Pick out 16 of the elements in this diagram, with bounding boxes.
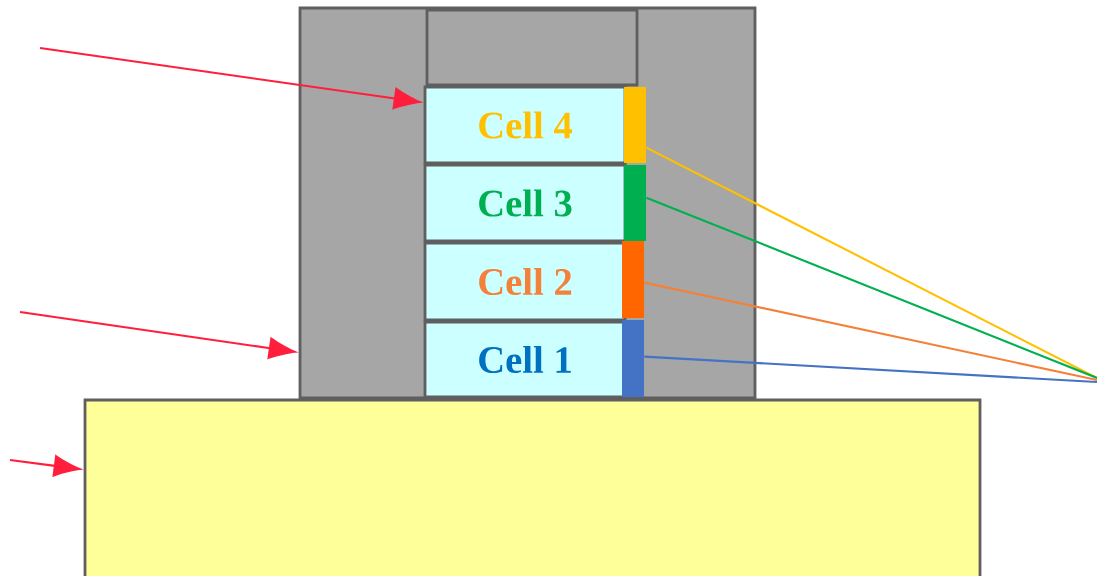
cell-box: Cell 1 [423, 320, 627, 399]
leader-line [645, 196, 1097, 379]
terminal-tab [622, 320, 644, 397]
arrow [9, 455, 81, 477]
cap-box [425, 8, 639, 87]
leader-line [644, 355, 1097, 384]
cell-box: Cell 3 [423, 163, 627, 243]
cell-box: Cell 2 [423, 241, 627, 322]
terminal-tab [624, 87, 646, 163]
arrow [39, 46, 421, 110]
terminal-tab [622, 241, 644, 318]
cell-box: Cell 4 [423, 85, 627, 165]
arrow [19, 310, 296, 359]
terminal-tab [624, 165, 646, 241]
leader-line [644, 281, 1097, 382]
base-plate [83, 398, 982, 576]
